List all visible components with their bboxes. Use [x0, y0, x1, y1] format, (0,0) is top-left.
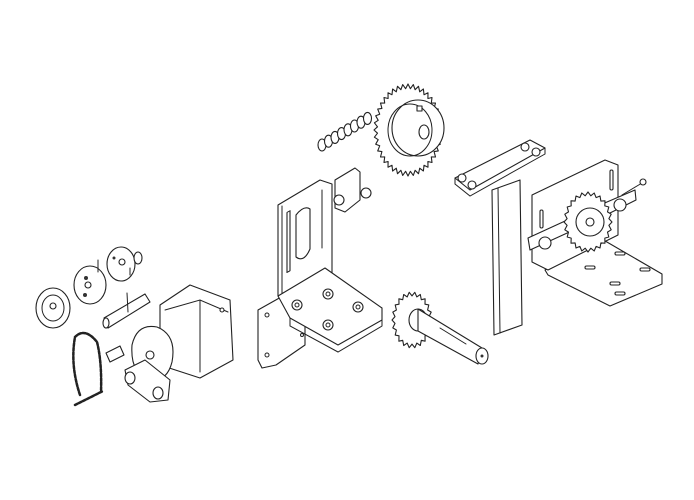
vertical-bar-with-clamp-plate: [454, 139, 546, 336]
chain-link: [362, 111, 373, 125]
base-slots: [584, 251, 651, 296]
set-screw: [416, 105, 423, 112]
nut: [613, 198, 627, 212]
bolt: [291, 299, 303, 311]
large-sprocket: [373, 83, 445, 177]
bolt: [322, 319, 334, 331]
pulley: [35, 287, 71, 329]
short-chain: [72, 331, 105, 407]
bolt: [352, 301, 364, 313]
nut: [333, 194, 345, 206]
gear-motor: [124, 284, 234, 403]
vertical-bar: [491, 179, 523, 336]
hose-fitting: [105, 345, 125, 363]
large-sprocket-hub: [391, 99, 445, 157]
nut: [538, 236, 552, 250]
clutch-pulleys: [35, 246, 143, 329]
drive-chain-segment: [317, 111, 373, 152]
slot: [286, 210, 291, 274]
l-mounting-bracket: [257, 179, 383, 369]
pulley: [73, 259, 107, 305]
small-sprocket-with-shaft: [391, 291, 489, 365]
coupling-shaft: [102, 292, 151, 329]
bolt: [322, 288, 334, 300]
shaft: [417, 308, 483, 365]
idler-bracket-with-sprocket: [527, 159, 663, 307]
bracket-window: [295, 207, 311, 260]
pulley: [106, 246, 143, 282]
nut: [360, 187, 372, 199]
tension-bolt: [621, 182, 643, 196]
large-sprocket-bore: [418, 124, 430, 140]
tensioner-block: [333, 167, 372, 213]
